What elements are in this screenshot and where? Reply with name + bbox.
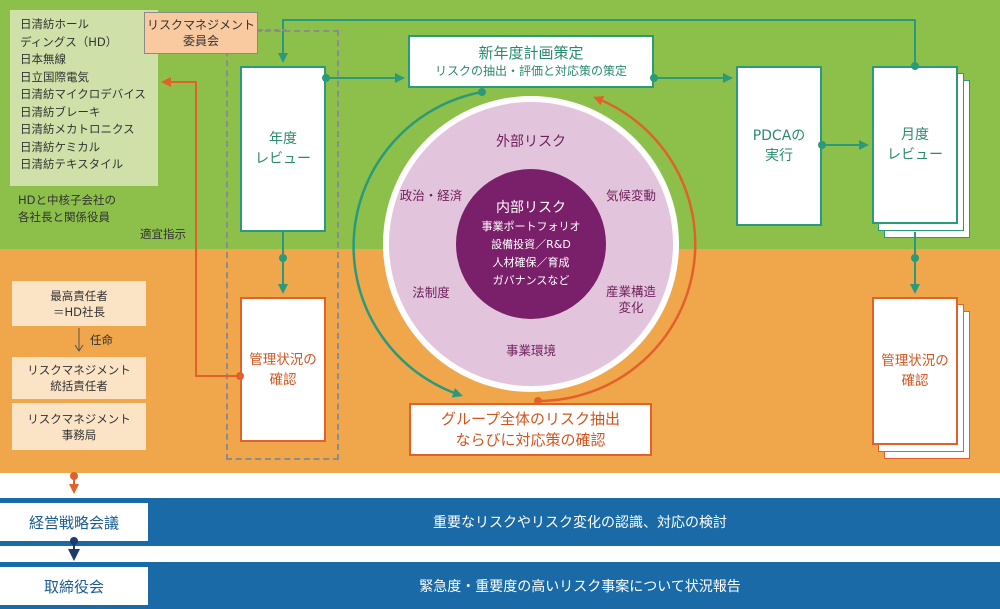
business-env: 事業環境 xyxy=(505,343,556,358)
group-check-box: グループ全体のリスク抽出 ならびに対応策の確認 xyxy=(409,403,652,456)
top-manager-line: 最高責任者 xyxy=(50,288,108,303)
company-item: 日清紡ケミカル xyxy=(20,139,101,154)
company-item: 日本無線 xyxy=(20,52,66,66)
arrow-dot xyxy=(911,62,919,70)
company-item: 日清紡メカトロニクス xyxy=(20,122,135,136)
strategy-meeting-band xyxy=(0,498,1000,546)
management-check-left-line: 確認 xyxy=(269,371,297,388)
internal-risk-item: 設備投資／R&D xyxy=(491,238,571,251)
pdca-line: 実行 xyxy=(765,148,793,164)
mgmt-strategy-label: 経営戦略会議 xyxy=(0,503,148,541)
board-band xyxy=(0,562,1000,609)
arrow-dot xyxy=(322,74,330,82)
internal-risk: 内部リスク 事業ポートフォリオ 設備投資／R&D 人材確保／育成 ガバナンスなど xyxy=(461,198,601,290)
industry-change: 産業構造 変化 xyxy=(586,284,676,316)
climate-change: 気候変動 xyxy=(605,188,656,203)
monthly-review-box: 月度 レビュー xyxy=(872,66,958,224)
arrow-check-to-companies xyxy=(161,77,240,377)
rm-manager-line: リスクマネジメント xyxy=(27,363,131,377)
external-risk-title: 外部リスク xyxy=(496,134,566,150)
management-check-right-line: 確認 xyxy=(901,373,929,389)
annual-review-box: 年度 レビュー xyxy=(240,66,326,232)
arc-dot xyxy=(534,397,542,405)
internal-risk-circle xyxy=(456,169,606,319)
group-check-line: グループ全体のリスク抽出 xyxy=(440,409,621,428)
committee-line: 委員会 xyxy=(182,34,219,48)
company-item: 日清紡ホール xyxy=(20,17,89,31)
top-manager-line: ＝HD社長 xyxy=(52,304,105,319)
arrow-monthly-to-annual xyxy=(278,19,916,66)
company-item: 日清紡テキスタイル xyxy=(20,157,124,171)
management-check-right-line: 管理状況の xyxy=(881,353,949,369)
appoint-label: 任命 xyxy=(90,333,113,347)
hd-presidents-line: 各社長と関係役員 xyxy=(18,210,110,224)
company-item: 日立国際電気 xyxy=(20,69,89,84)
board-label: 取締役会 xyxy=(0,567,148,605)
internal-risk-item: 事業ポートフォリオ xyxy=(481,220,581,233)
company-item: ディングス（HD） xyxy=(20,34,118,49)
management-check-right-box: 管理状況の 確認 xyxy=(872,297,958,445)
hd-presidents: HDと中核子会社の 各社長と関係役員 xyxy=(18,192,116,226)
arrow-dot xyxy=(650,74,658,82)
new-plan-subtitle: リスクの抽出・評価と対応策の策定 xyxy=(434,64,627,78)
rm-office: リスクマネジメント 事務局 xyxy=(12,403,146,450)
industry-change-line: 変化 xyxy=(618,300,644,315)
cycle-arc-right xyxy=(537,95,697,403)
management-check-left-box: 管理状況の 確認 xyxy=(240,297,326,442)
management-check-left-line: 管理状況の xyxy=(249,351,317,368)
company-item: 日清紡マイクロデバイス xyxy=(20,87,146,101)
appropriate-instruction: 適宜指示 xyxy=(140,227,186,241)
arrow-dot xyxy=(911,254,919,262)
committee-line: リスクマネジメント xyxy=(146,18,255,32)
arrow-dot xyxy=(279,254,287,262)
rm-office-line: リスクマネジメント xyxy=(27,411,131,426)
internal-risk-item: 人材確保／育成 xyxy=(492,256,570,269)
arrow-dot xyxy=(70,472,78,480)
cycle-arc-left xyxy=(352,90,483,398)
politics-economy: 政治・経済 xyxy=(399,188,463,203)
rm-manager: リスクマネジメント 統括責任者 xyxy=(12,357,146,399)
rm-office-line: 事務局 xyxy=(61,427,97,442)
arrow-dot xyxy=(236,372,244,380)
arrow-dot xyxy=(818,141,826,149)
industry-change-line: 産業構造 xyxy=(605,284,656,299)
company-list: 日清紡ホール ディングス（HD） 日本無線 日立国際電気 日清紡マイクロデバイス… xyxy=(10,10,158,186)
pdca-line: PDCAの xyxy=(752,128,806,144)
new-plan-title: 新年度計画策定 xyxy=(478,44,584,62)
arc-dot xyxy=(478,88,486,96)
monthly-review-line: レビュー xyxy=(887,147,943,163)
group-check-line: ならびに対応策の確認 xyxy=(455,430,606,449)
internal-risk-title: 内部リスク xyxy=(496,200,566,216)
top-manager: 最高責任者 ＝HD社長 xyxy=(12,281,146,326)
rm-manager-line: 統括責任者 xyxy=(50,379,108,393)
appoint-arrow-head xyxy=(74,344,84,352)
internal-risk-item: ガバナンスなど xyxy=(492,274,570,287)
new-plan-box: 新年度計画策定 リスクの抽出・評価と対応策の策定 xyxy=(408,35,654,88)
mgmt-strategy-text: 重要なリスクやリスク変化の認識、対応の検討 xyxy=(433,515,727,531)
arrow-dot xyxy=(70,537,78,545)
legal-system: 法制度 xyxy=(412,285,450,300)
board-text: 緊急度・重要度の高いリスク事案について状況報告 xyxy=(419,579,741,595)
monthly-review-line: 月度 xyxy=(901,127,929,143)
hd-presidents-line: HDと中核子会社の xyxy=(18,193,117,207)
company-item: 日清紡ブレーキ xyxy=(20,104,101,119)
pdca-box: PDCAの 実行 xyxy=(736,66,822,226)
annual-review-line: レビュー xyxy=(255,151,311,167)
annual-review-line: 年度 xyxy=(269,131,297,147)
rm-committee: リスクマネジメント 委員会 xyxy=(144,12,258,54)
